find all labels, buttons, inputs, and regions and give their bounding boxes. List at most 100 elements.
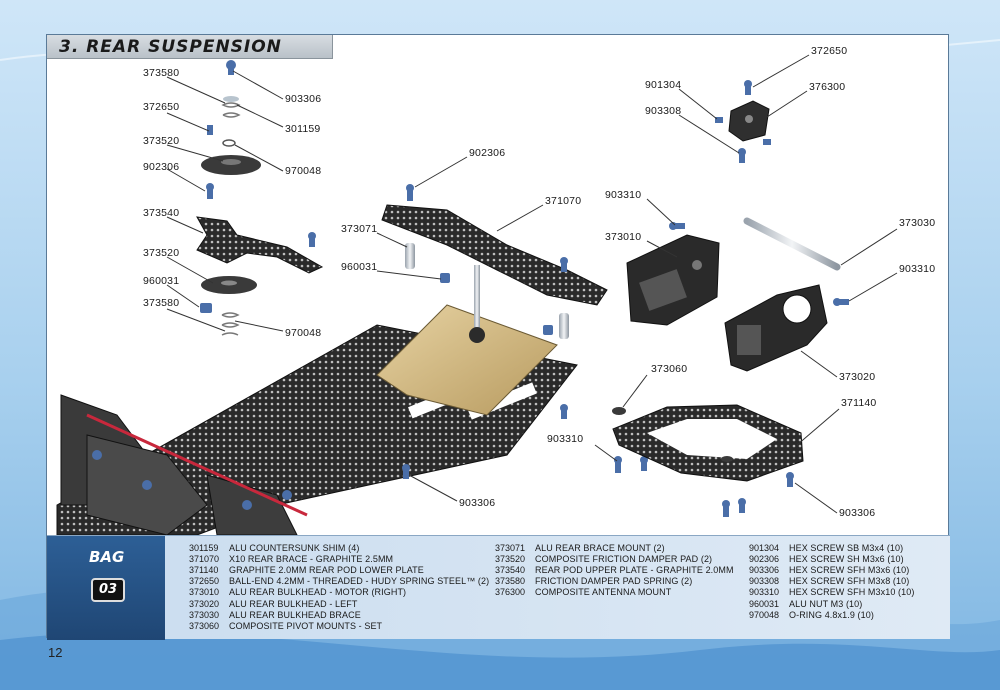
callout-label: 373071: [341, 223, 378, 235]
callout-label: 903306: [839, 507, 876, 519]
callout-label: 372650: [811, 45, 848, 57]
friction-damper-stack: [201, 60, 261, 199]
bag-indicator: BAG 03: [47, 536, 165, 640]
callout-label: 903306: [459, 497, 496, 509]
part-description: REAR POD UPPER PLATE - GRAPHITE 2.0MM: [535, 564, 734, 575]
part-code: 301159: [189, 542, 219, 553]
part-code: 373030: [189, 609, 220, 620]
part-description: ALU REAR BRACE MOUNT (2): [535, 542, 665, 553]
callout-label: 970048: [285, 165, 322, 177]
part-code: 372650: [189, 576, 220, 587]
section-title: 3. REAR SUSPENSION: [59, 37, 282, 57]
brace-mount-right: [559, 313, 569, 339]
part-code: 371140: [189, 564, 219, 575]
part-code: 376300: [495, 587, 526, 598]
part-code: 902306: [749, 553, 780, 564]
callout-label: 902306: [469, 147, 506, 159]
part-description: HEX SCREW SFH M3x10 (10): [789, 587, 915, 598]
brace-mount-left: [405, 243, 415, 269]
callout-label: 903306: [285, 93, 322, 105]
part-row: 371140 GRAPHITE 2.0MM REAR POD LOWER PLAT…: [189, 564, 489, 575]
part-row: 373060 COMPOSITE PIVOT MOUNTS - SET: [189, 620, 489, 631]
callout-label: 903310: [899, 263, 936, 275]
callout-label: 371070: [545, 195, 582, 207]
callout-label: 373060: [651, 363, 688, 375]
callout-label: 970048: [285, 327, 322, 339]
part-description: ALU REAR BULKHEAD - LEFT: [229, 598, 358, 609]
part-code: 373071: [495, 542, 526, 553]
part-code: 373010: [189, 587, 220, 598]
callout-label: 903310: [547, 433, 584, 445]
part-code: 970048: [749, 609, 780, 620]
part-description: X10 REAR BRACE - GRAPHITE 2.5MM: [229, 553, 394, 564]
front-suspension-assembly: [60, 394, 308, 535]
antenna-mount-part: [728, 100, 770, 142]
part-code: 373540: [495, 564, 526, 575]
part-row: 902306 HEX SCREW SH M3x6 (10): [749, 553, 914, 564]
page-number: 12: [48, 645, 63, 660]
part-code: 903308: [749, 576, 780, 587]
callout-label: 901304: [645, 79, 682, 91]
bulkhead-left-part: [724, 284, 828, 372]
rear-brace-part: [381, 204, 608, 306]
part-row: 970048 O-RING 4.8x1.9 (10): [749, 609, 914, 620]
center-post: [469, 265, 485, 343]
bulkhead-brace-part: [743, 217, 841, 271]
part-code: 903310: [749, 587, 780, 598]
callout-label: 301159: [285, 123, 321, 135]
part-description: GRAPHITE 2.0MM REAR POD LOWER PLATE: [229, 564, 424, 575]
callout-label: 373520: [143, 247, 180, 259]
callout-label: 373520: [143, 135, 180, 147]
bag-label: BAG: [89, 548, 125, 566]
pivot-mount-part: [612, 407, 626, 415]
callout-label: 903308: [645, 105, 682, 117]
leader-lines: [166, 54, 898, 514]
callout-label: 373010: [605, 231, 642, 243]
part-code: 901304: [749, 542, 780, 553]
bag-number-badge: 03: [91, 578, 125, 602]
part-description: HEX SCREW SH M3x6 (10): [789, 553, 904, 564]
part-description: COMPOSITE PIVOT MOUNTS - SET: [229, 620, 383, 631]
part-description: ALU REAR BULKHEAD BRACE: [229, 609, 361, 620]
callout-label: 373020: [839, 371, 876, 383]
callout-label: 372650: [143, 101, 180, 113]
part-description: ALU NUT M3 (10): [789, 598, 863, 609]
callout-label: 960031: [143, 275, 180, 287]
part-row: 301159 ALU COUNTERSUNK SHIM (4): [189, 542, 489, 553]
exploded-diagram: [56, 54, 898, 535]
part-row: 903310 HEX SCREW SFH M3x10 (10): [749, 587, 914, 598]
part-description: O-RING 4.8x1.9 (10): [789, 609, 874, 620]
part-description: COMPOSITE FRICTION DAMPER PAD (2): [535, 553, 713, 564]
part-description: HEX SCREW SFH M3x6 (10): [789, 564, 910, 575]
loose-screws: [402, 80, 849, 517]
part-description: COMPOSITE ANTENNA MOUNT: [535, 587, 672, 598]
part-row: 373030 ALU REAR BULKHEAD BRACE: [189, 609, 489, 620]
part-row: 373071 ALU REAR BRACE MOUNT (2): [495, 542, 734, 553]
part-description: FRICTION DAMPER PAD SPRING (2): [535, 576, 693, 587]
bulkhead-right-part: [626, 234, 720, 326]
callout-label: 373540: [143, 207, 180, 219]
part-code: 903306: [749, 564, 780, 575]
part-row: 960031 ALU NUT M3 (10): [749, 598, 914, 609]
rear-brace-mount-plate: [376, 304, 558, 416]
part-description: ALU COUNTERSUNK SHIM (4): [229, 542, 360, 553]
part-row: 373520 COMPOSITE FRICTION DAMPER PAD (2): [495, 553, 734, 564]
lower-damper-stack: [200, 276, 257, 336]
part-code: 373520: [495, 553, 526, 564]
part-code: 960031: [749, 598, 780, 609]
callout-label: 373580: [143, 297, 180, 309]
callout-label: 373030: [899, 217, 936, 229]
part-row: 903306 HEX SCREW SFH M3x6 (10): [749, 564, 914, 575]
part-code: 371070: [189, 553, 220, 564]
parts-column-1: 301159 ALU COUNTERSUNK SHIM (4) 371070 X10 …: [189, 542, 489, 632]
callout-label: 371140: [841, 397, 877, 409]
part-row: 376300 COMPOSITE ANTENNA MOUNT: [495, 587, 734, 598]
part-row: 371070 X10 REAR BRACE - GRAPHITE 2.5MM: [189, 553, 489, 564]
part-description: HEX SCREW SB M3x4 (10): [789, 542, 904, 553]
part-code: 373060: [189, 620, 220, 631]
